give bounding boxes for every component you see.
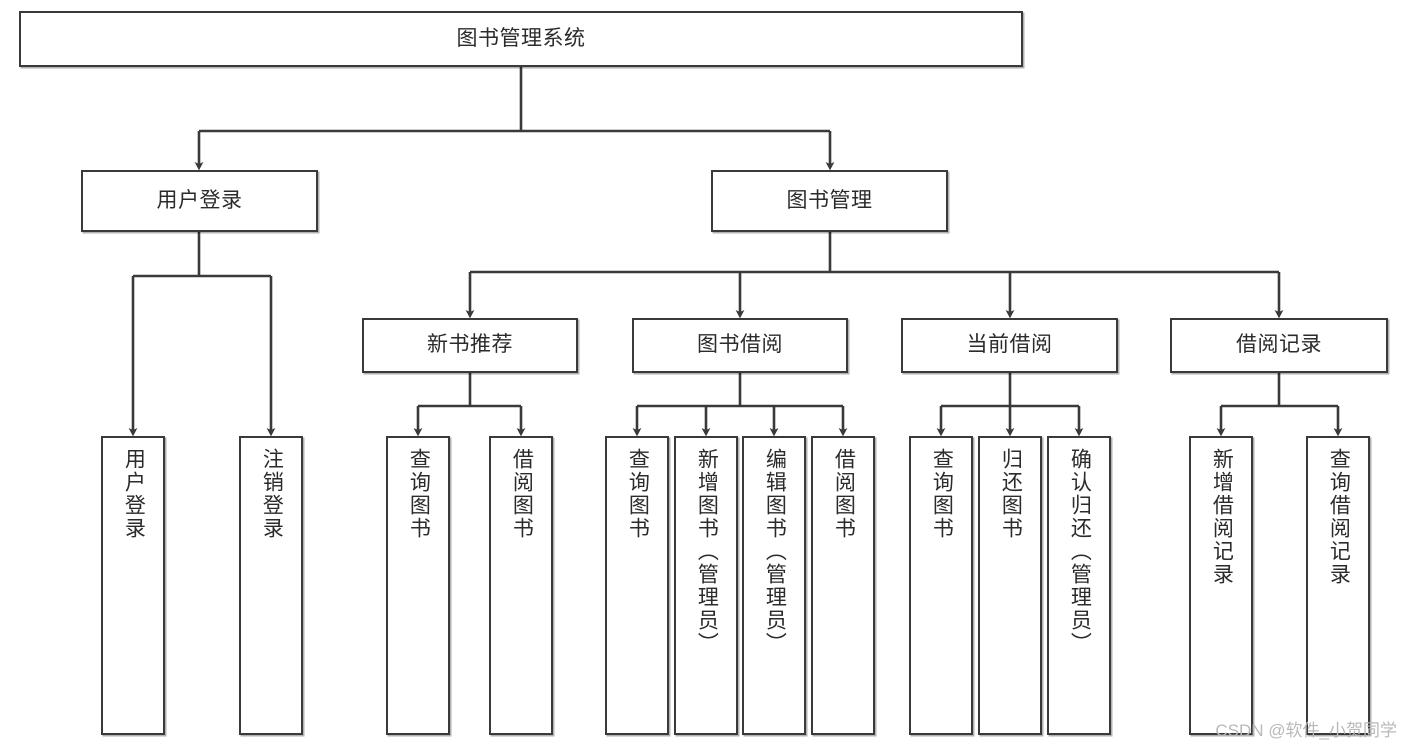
node-leaf-query-record[interactable]: 查询借阅记录 bbox=[1306, 436, 1370, 735]
node-leaf-add-book-label: 新增图书（管理员） bbox=[695, 448, 719, 655]
node-leaf-query-book-2[interactable]: 查询图书 bbox=[605, 436, 669, 735]
node-leaf-logout-label: 注销登录 bbox=[260, 448, 284, 540]
node-root-label: 图书管理系统 bbox=[456, 26, 586, 50]
node-leaf-logout[interactable]: 注销登录 bbox=[239, 436, 303, 735]
node-leaf-borrow-book-2-label: 借阅图书 bbox=[832, 448, 856, 540]
watermark-text: CSDN @软件_小贺同学 bbox=[1215, 721, 1397, 740]
node-leaf-query-record-label: 查询借阅记录 bbox=[1327, 448, 1351, 586]
node-leaf-confirm-return-label: 确认归还（管理员） bbox=[1068, 448, 1092, 655]
node-user-login-label: 用户登录 bbox=[156, 188, 243, 212]
node-current-borrow[interactable]: 当前借阅 bbox=[901, 318, 1118, 373]
node-leaf-edit-book-label: 编辑图书（管理员） bbox=[763, 448, 787, 655]
node-leaf-query-book-1-label: 查询图书 bbox=[407, 448, 431, 540]
node-leaf-return-book[interactable]: 归还图书 bbox=[978, 436, 1042, 735]
node-leaf-query-book-3-label: 查询图书 bbox=[930, 448, 954, 540]
node-leaf-add-book[interactable]: 新增图书（管理员） bbox=[674, 436, 738, 735]
node-book-borrow[interactable]: 图书借阅 bbox=[632, 318, 848, 373]
node-root[interactable]: 图书管理系统 bbox=[19, 11, 1023, 67]
node-user-login[interactable]: 用户登录 bbox=[81, 170, 318, 232]
node-new-book-rec-label: 新书推荐 bbox=[427, 333, 513, 357]
node-leaf-add-record[interactable]: 新增借阅记录 bbox=[1189, 436, 1253, 735]
node-borrow-record[interactable]: 借阅记录 bbox=[1170, 318, 1388, 373]
node-borrow-record-label: 借阅记录 bbox=[1236, 333, 1322, 357]
node-leaf-borrow-book-2[interactable]: 借阅图书 bbox=[811, 436, 875, 735]
node-leaf-query-book-1[interactable]: 查询图书 bbox=[386, 436, 450, 735]
node-leaf-return-book-label: 归还图书 bbox=[999, 448, 1023, 540]
node-leaf-user-login[interactable]: 用户登录 bbox=[101, 436, 165, 735]
node-book-manage[interactable]: 图书管理 bbox=[711, 170, 948, 232]
node-book-manage-label: 图书管理 bbox=[786, 188, 873, 212]
node-leaf-user-login-label: 用户登录 bbox=[122, 448, 146, 540]
node-leaf-confirm-return[interactable]: 确认归还（管理员） bbox=[1047, 436, 1111, 735]
node-leaf-edit-book[interactable]: 编辑图书（管理员） bbox=[742, 436, 806, 735]
node-leaf-borrow-book-1-label: 借阅图书 bbox=[510, 448, 534, 540]
node-leaf-query-book-3[interactable]: 查询图书 bbox=[909, 436, 973, 735]
node-leaf-borrow-book-1[interactable]: 借阅图书 bbox=[489, 436, 553, 735]
node-new-book-rec[interactable]: 新书推荐 bbox=[362, 318, 578, 373]
node-book-borrow-label: 图书借阅 bbox=[697, 333, 783, 357]
node-leaf-add-record-label: 新增借阅记录 bbox=[1210, 448, 1234, 586]
node-leaf-query-book-2-label: 查询图书 bbox=[626, 448, 650, 540]
node-current-borrow-label: 当前借阅 bbox=[966, 333, 1053, 357]
